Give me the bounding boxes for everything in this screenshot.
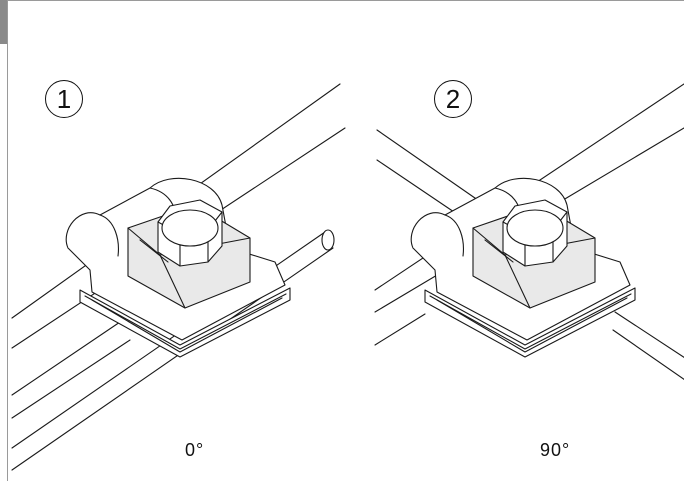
frame-left-border <box>7 0 8 481</box>
panel-number-2-text: 2 <box>445 83 461 114</box>
frame-corner-tab <box>0 0 7 44</box>
panel-number-1: 1 <box>45 80 83 118</box>
angle-label-0deg: 0° <box>185 440 205 460</box>
panel-number-1-text: 1 <box>56 83 72 114</box>
angle-label-90deg: 90° <box>540 440 571 460</box>
clamp-panel-0deg <box>11 83 346 471</box>
clamp-panel-90deg <box>374 83 684 380</box>
frame-top-border <box>0 0 684 1</box>
panel-number-2: 2 <box>434 80 472 118</box>
